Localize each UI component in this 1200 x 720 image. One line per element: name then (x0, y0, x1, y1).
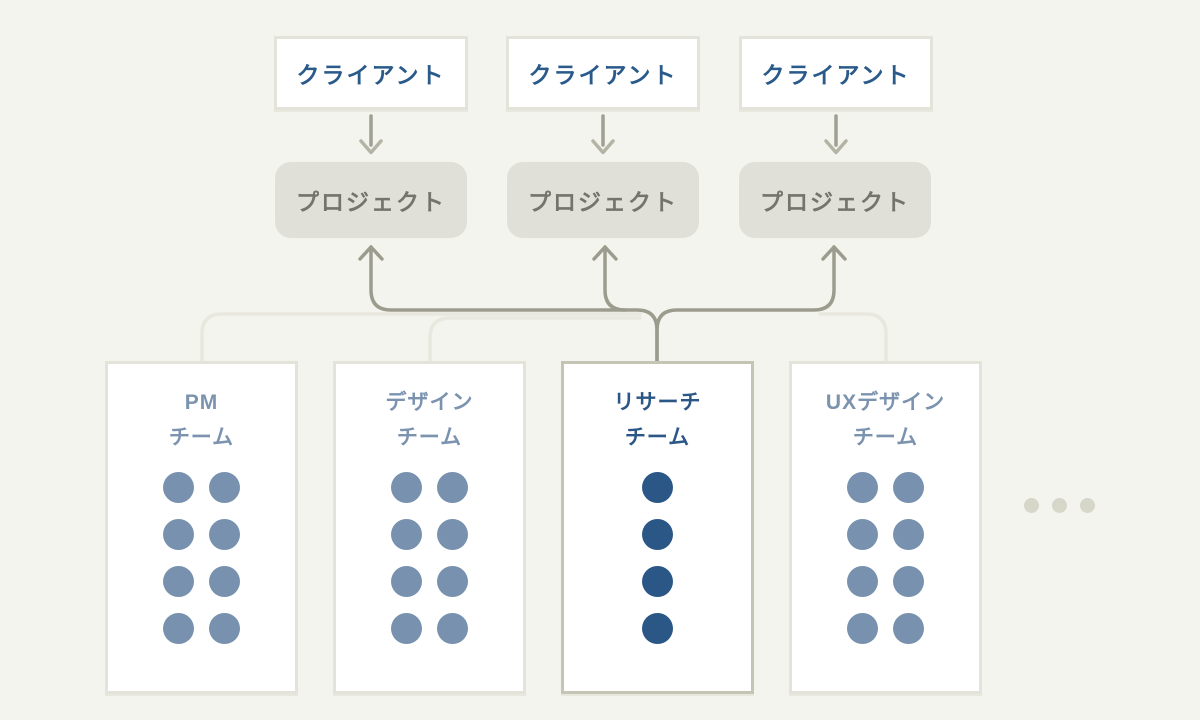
project-label: プロジェクト (528, 189, 678, 215)
member-dot (437, 519, 468, 550)
team-title-line: チーム (624, 426, 691, 449)
member-dot (847, 566, 878, 597)
member-dot (847, 472, 878, 503)
more-teams-ellipsis (1024, 498, 1095, 513)
team-title: リサーチチーム (564, 385, 751, 455)
team-title: PM チーム (108, 385, 295, 455)
member-dot (391, 519, 422, 550)
member-dot (163, 519, 194, 550)
team-box-3: リサーチチーム (561, 361, 754, 694)
member-dot (642, 613, 673, 644)
member-dot (642, 566, 673, 597)
team-title-line: リサーチ (613, 391, 702, 414)
member-dot (642, 472, 673, 503)
project-box-3: プロジェクト (739, 162, 931, 238)
member-dot-grid (564, 472, 751, 644)
member-dot (893, 566, 924, 597)
client-box-3: クライアント (739, 36, 933, 110)
pm-team-wire (200, 312, 642, 365)
client-label: クライアント (528, 62, 678, 88)
team-box-1: PM チーム (105, 361, 298, 694)
research-wire-right-branch (655, 245, 836, 365)
project-box-1: プロジェクト (275, 162, 467, 238)
up-arrowhead-middle-icon (592, 245, 618, 261)
team-title: UXデザインチーム (792, 385, 979, 455)
up-arrowhead-right-icon (821, 245, 847, 261)
member-dot (391, 472, 422, 503)
team-box-2: デザインチーム (333, 361, 526, 694)
member-dot (437, 613, 468, 644)
member-dot (163, 566, 194, 597)
member-dot (893, 613, 924, 644)
member-dot (847, 613, 878, 644)
project-label: プロジェクト (760, 189, 910, 215)
client-label: クライアント (296, 62, 446, 88)
member-dot-grid (792, 472, 979, 644)
project-label: プロジェクト (296, 189, 446, 215)
down-arrowhead-3-icon (824, 139, 848, 155)
member-dot (391, 566, 422, 597)
team-title: デザインチーム (336, 385, 523, 455)
team-title-line: デザイン (385, 391, 474, 414)
down-arrowhead-1-icon (359, 139, 383, 155)
member-dot (893, 519, 924, 550)
design-team-wire (428, 316, 642, 365)
client-box-1: クライアント (274, 36, 468, 110)
member-dot (437, 472, 468, 503)
ellipsis-dot (1080, 498, 1095, 513)
project-box-2: プロジェクト (507, 162, 699, 238)
client-label: クライアント (761, 62, 911, 88)
up-arrowhead-left-icon (358, 245, 384, 261)
research-wire-left-branch (369, 245, 659, 365)
team-title-line: チーム (396, 426, 463, 449)
down-arrowhead-2-icon (591, 139, 615, 155)
team-title-line: UXデザイン (825, 391, 946, 414)
member-dot (209, 519, 240, 550)
member-dot (437, 566, 468, 597)
member-dot (209, 613, 240, 644)
team-title-line: PM (184, 391, 219, 414)
member-dot (391, 613, 422, 644)
member-dot (893, 472, 924, 503)
member-dot (163, 613, 194, 644)
member-dot (209, 566, 240, 597)
ellipsis-dot (1052, 498, 1067, 513)
client-box-2: クライアント (506, 36, 700, 110)
member-dot (847, 519, 878, 550)
ellipsis-dot (1024, 498, 1039, 513)
member-dot-grid (108, 472, 295, 644)
team-box-4: UXデザインチーム (789, 361, 982, 694)
team-title-line: チーム (168, 426, 235, 449)
member-dot (642, 519, 673, 550)
team-title-line: チーム (852, 426, 919, 449)
research-wire-middle-branch (603, 245, 627, 312)
member-dot (163, 472, 194, 503)
member-dot-grid (336, 472, 523, 644)
ux-team-wire (818, 312, 888, 365)
member-dot (209, 472, 240, 503)
